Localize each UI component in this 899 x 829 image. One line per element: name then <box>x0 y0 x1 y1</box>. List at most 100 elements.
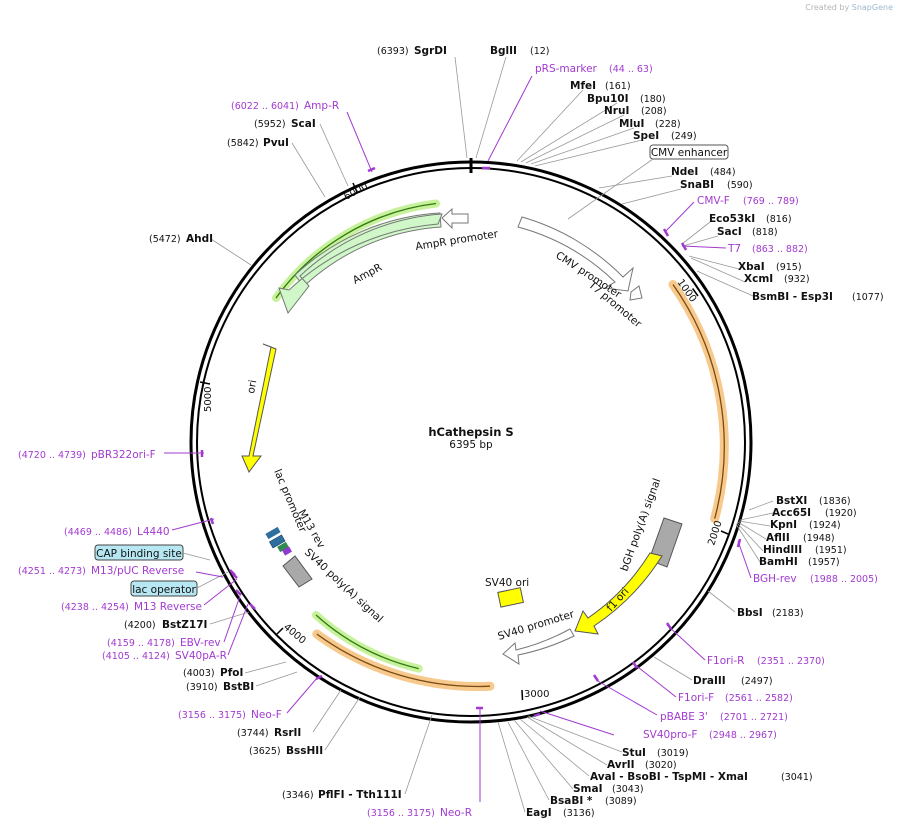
site-xcmi-pos: (932) <box>784 274 810 285</box>
site-bamhi-pos: (1957) <box>808 557 840 568</box>
site-mfei: MfeI <box>570 80 596 92</box>
primer-f1ori-f-pos: (2561 .. 2582) <box>725 693 793 704</box>
site-mlui: MluI <box>619 118 644 130</box>
credit-prefix: Created by <box>805 3 850 12</box>
ori-arrow <box>241 343 277 473</box>
leader-lines <box>182 56 774 813</box>
site-pflfi: PflFI - Tth111I <box>318 789 402 801</box>
t7-promoter-arrow <box>629 285 643 301</box>
site-nrui-pos: (208) <box>641 106 667 117</box>
site-saci: SacI <box>717 226 742 238</box>
site-bstz17i: BstZ17I <box>162 619 207 631</box>
site-nrui: NruI <box>604 105 629 117</box>
site-hindiii-pos: (1951) <box>815 545 847 556</box>
site-draiii: DraIII <box>693 675 726 687</box>
sv40-promoter-arrow <box>502 628 575 665</box>
primer-sv40pa-r-pos: (4105 .. 4124) <box>102 651 170 662</box>
site-bpu10i: Bpu10I <box>587 93 629 105</box>
site-bstxi: BstXI <box>776 495 807 507</box>
cap-binding-site-label: CAP binding site <box>96 548 182 560</box>
primer-amp-r-pos: (6022 .. 6041) <box>231 101 299 112</box>
site-kpni-pos: (1924) <box>809 520 841 531</box>
lac-operator-box <box>130 580 198 597</box>
site-bglii-pos: (12) <box>530 46 550 57</box>
site-eco53ki-pos: (816) <box>766 214 792 225</box>
feature-label-ampr-promoter: AmpR promoter <box>415 228 500 253</box>
feature-label-ori: ori <box>245 379 259 395</box>
lac-operator-label: lac operator <box>132 584 196 596</box>
site-snabi-pos: (590) <box>727 180 753 191</box>
site-avai: AvaI - BsoBI - TspMI - XmaI <box>590 771 748 783</box>
primer-sv40pro-f-pos: (2948 .. 2967) <box>709 730 777 741</box>
site-avrii-pos: (3020) <box>645 760 677 771</box>
primer-m13-reverse: M13 Reverse <box>134 601 202 613</box>
lac-promoter-feature <box>269 534 286 549</box>
feature-label-ampr: AmpR <box>351 261 384 286</box>
primer-l4440-pos: (4469 .. 4486) <box>64 527 132 538</box>
site-bbsi-pos: (2183) <box>772 608 804 619</box>
primer-neo-r-pos: (3156 .. 3175) <box>367 808 435 819</box>
site-acc65i: Acc65I <box>772 507 811 519</box>
site-bamhi: BamHI <box>759 556 798 568</box>
primer-t7-pos: (863 .. 882) <box>752 244 808 255</box>
site-ahdi-pos: (5472) <box>149 234 181 245</box>
feature-label-lac-promoter: lac promoter <box>271 467 309 534</box>
primer-prs-marker-pos: (44 .. 63) <box>609 64 653 75</box>
primer-amp-r: Amp-R <box>304 100 339 112</box>
cap-site-feature <box>277 541 289 553</box>
site-bsshii: BssHII <box>286 745 323 757</box>
cmv-enhancer-label: CMV enhancer <box>651 147 728 159</box>
site-avai-pos: (3041) <box>781 772 813 783</box>
site-pvui: PvuI <box>263 137 289 149</box>
tick-3000: 3000 <box>524 689 549 700</box>
site-pfoi-pos: (4003) <box>183 668 215 679</box>
site-bglii: BglII <box>490 45 517 57</box>
lac-operator-feature <box>282 546 292 556</box>
site-eco53ki: Eco53kI <box>709 213 755 225</box>
site-bsmbi: BsmBI - Esp3I <box>752 291 833 303</box>
tick-marks <box>199 182 729 701</box>
site-spei-pos: (249) <box>671 131 697 142</box>
primer-neo-f: Neo-F <box>251 709 282 721</box>
primer-f1ori-r: F1ori-R <box>707 655 744 667</box>
enzyme-labels: (6393) SgrDI BglII (12) MfeI (161) Bpu10… <box>124 45 884 819</box>
site-pfoi: PfoI <box>220 667 243 679</box>
site-avrii: AvrII <box>607 759 635 771</box>
primer-labels: pRS-marker (44 .. 63) CMV-F (769 .. 789)… <box>18 63 878 819</box>
primer-ebv-rev: EBV-rev <box>180 637 221 649</box>
primer-cmv-f: CMV-F <box>697 195 730 207</box>
primer-pbabe3: pBABE 3' <box>660 711 708 723</box>
orange-line-cds <box>672 284 725 519</box>
ampr-promoter-arrow <box>441 207 469 230</box>
site-sgrdi: SgrDI <box>414 45 447 57</box>
site-aflii-pos: (1948) <box>803 533 835 544</box>
primer-f1ori-f: F1ori-F <box>678 692 714 704</box>
site-mfei-pos: (161) <box>605 81 631 92</box>
site-pvui-pos: (5842) <box>227 138 259 149</box>
site-rsrii: RsrII <box>274 727 301 739</box>
site-bsshii-pos: (3625) <box>249 746 281 757</box>
primer-ebv-rev-pos: (4159 .. 4178) <box>107 638 175 649</box>
site-ndei: NdeI <box>671 166 698 178</box>
site-hindiii: HindIII <box>763 544 802 556</box>
site-bsmbi-pos: (1077) <box>852 292 884 303</box>
primer-neo-r: Neo-R <box>440 807 472 819</box>
site-saci-pos: (818) <box>752 227 778 238</box>
f1-ori-arrow <box>574 552 663 635</box>
site-bpu10i-pos: (180) <box>640 94 666 105</box>
site-xbai-pos: (915) <box>776 262 802 273</box>
green-line-ampr <box>275 202 437 299</box>
primer-marks <box>200 166 742 718</box>
primer-pbr322ori-f-pos: (4720 .. 4739) <box>18 450 86 461</box>
site-aflii: AflII <box>766 532 790 544</box>
primer-f1ori-r-pos: (2351 .. 2370) <box>757 656 825 667</box>
primer-m13puc-reverse-pos: (4251 .. 4273) <box>18 566 86 577</box>
site-draiii-pos: (2497) <box>741 676 773 687</box>
snapgene-credit: Created by SnapGene <box>805 3 893 12</box>
primer-bgh-rev: BGH-rev <box>753 573 797 585</box>
tick-2000: 2000 <box>706 519 724 547</box>
primer-l4440: L4440 <box>137 526 170 538</box>
feature-label-sv40-ori: SV40 ori <box>485 577 529 589</box>
site-mlui-pos: (228) <box>655 119 681 130</box>
cap-binding-site-box <box>94 544 184 561</box>
